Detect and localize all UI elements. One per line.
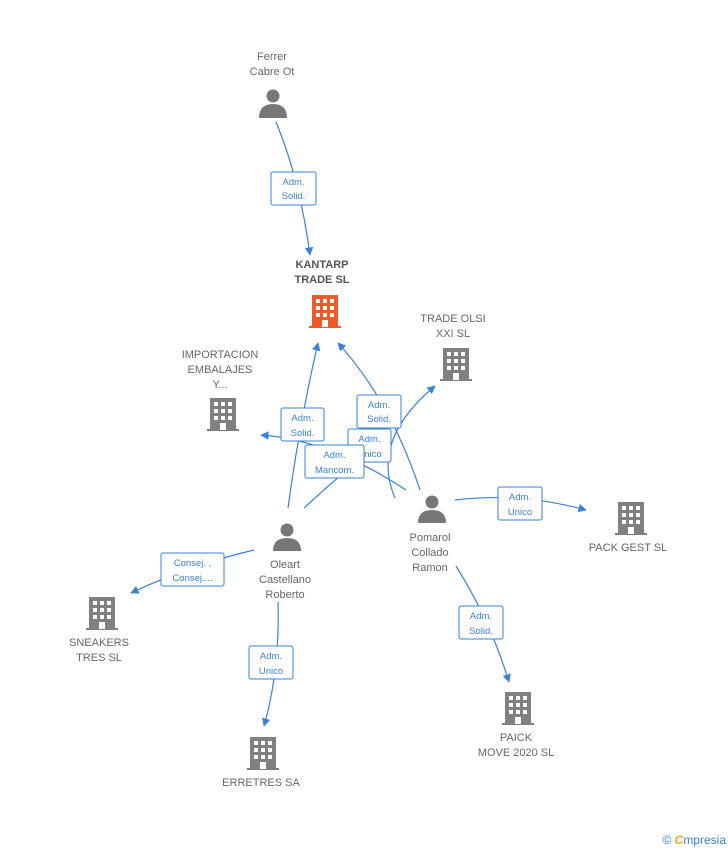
node-ferrer-line2: Cabre Ot [250,66,295,78]
relation-r1-line2: Solid. [282,191,306,202]
person-icon [273,523,301,551]
node-tradeolsi-line2: XXI SL [436,328,470,340]
building-icon [615,502,647,535]
relation-r3[interactable]: Adm. Solid. [356,394,402,429]
brand-footer[interactable]: © Cmpresia [662,833,726,847]
relation-r7[interactable]: Consej. , Consej.... [160,552,225,587]
node-kantarp-line1: KANTARP [296,259,349,271]
nodes: Ferrer Cabre Ot KANTARP TRADE SL [69,51,667,789]
brand-name: mpresia [683,833,726,847]
person-icon [418,495,446,523]
relation-r5-line2: Mancom. [315,465,354,476]
node-oleart[interactable]: Oleart Castellano Roberto [259,523,311,602]
brand-initial: C [674,833,684,847]
node-packgest[interactable]: PACK GEST SL [589,502,667,554]
node-ferrer-line1: Ferrer [257,51,287,63]
relation-r2-line1: Adm. [291,413,313,424]
edge-pomarol-tradeolsi [387,385,436,499]
node-paick-line1: PAICK [500,732,533,744]
relation-r7-line2: Consej.... [172,573,212,584]
node-packgest-line1: PACK GEST SL [589,542,667,554]
node-paick-line2: MOVE 2020 SL [478,747,554,759]
building-icon [86,597,118,630]
relation-r9-line2: Solid. [469,626,493,637]
building-icon [207,398,239,431]
node-paick[interactable]: PAICK MOVE 2020 SL [478,692,554,759]
building-icon [440,348,472,381]
relation-r6-line1: Adm. [509,492,531,503]
node-kantarp-line2: TRADE SL [295,274,350,286]
node-erretres-line1: ERRETRES SA [222,777,300,789]
node-oleart-line1: Oleart [270,559,300,571]
node-tradeolsi[interactable]: TRADE OLSI XXI SL [420,313,486,381]
node-erretres[interactable]: ERRETRES SA [222,737,300,789]
node-kantarp[interactable]: KANTARP TRADE SL [295,259,350,328]
relation-r6[interactable]: Adm. Unico [497,486,543,521]
node-oleart-line3: Roberto [265,589,304,601]
relation-r9[interactable]: Adm. Solid. [458,605,504,640]
relation-r8-line2: Unico [259,666,283,677]
node-sneakers-line1: SNEAKERS [69,637,129,649]
node-pomarol-line1: Pomarol [410,532,451,544]
relation-r6-line2: Unico [508,507,532,518]
relation-r5[interactable]: Adm. Mancom. [304,444,365,479]
relation-r3-line2: Solid. [367,414,391,425]
relation-r8-line1: Adm. [260,651,282,662]
node-pomarol-line2: Collado [411,547,448,559]
relation-r5-line1: Adm. [323,450,345,461]
person-icon [259,89,287,118]
node-sneakers[interactable]: SNEAKERS TRES SL [69,597,129,664]
node-ferrer[interactable]: Ferrer Cabre Ot [250,51,295,118]
relation-r2[interactable]: Adm. Solid. [280,407,325,442]
node-importacion-line3: Y... [212,379,227,391]
node-pomarol-line3: Ramon [412,562,447,574]
relation-r4-line1: Adm. [358,434,380,445]
node-importacion-line1: IMPORTACION [182,349,259,361]
building-icon [247,737,279,770]
relation-r9-line1: Adm. [470,611,492,622]
node-oleart-line2: Castellano [259,574,311,586]
relation-r3-line1: Adm. [368,400,390,411]
relation-r1-line1: Adm. [282,177,304,188]
relation-r2-line2: Solid. [291,428,315,439]
node-importacion-line2: EMBALAJES [188,364,253,376]
node-sneakers-line2: TRES SL [76,652,122,664]
building-icon [502,692,534,725]
building-icon [309,295,341,328]
relation-r1[interactable]: Adm. Solid. [270,171,317,206]
node-tradeolsi-line1: TRADE OLSI [420,313,485,325]
node-importacion[interactable]: IMPORTACION EMBALAJES Y... [182,349,259,431]
relation-labels: Adm. Solid. Adm. Solid. Adm. Solid. Adm.… [160,171,543,680]
node-pomarol[interactable]: Pomarol Collado Ramon [410,495,451,575]
relation-r7-line1: Consej. , [174,558,212,569]
relation-r4-line2: Unico [357,449,381,460]
copyright-icon: © [662,833,672,847]
relation-r8[interactable]: Adm. Unico [248,645,294,680]
